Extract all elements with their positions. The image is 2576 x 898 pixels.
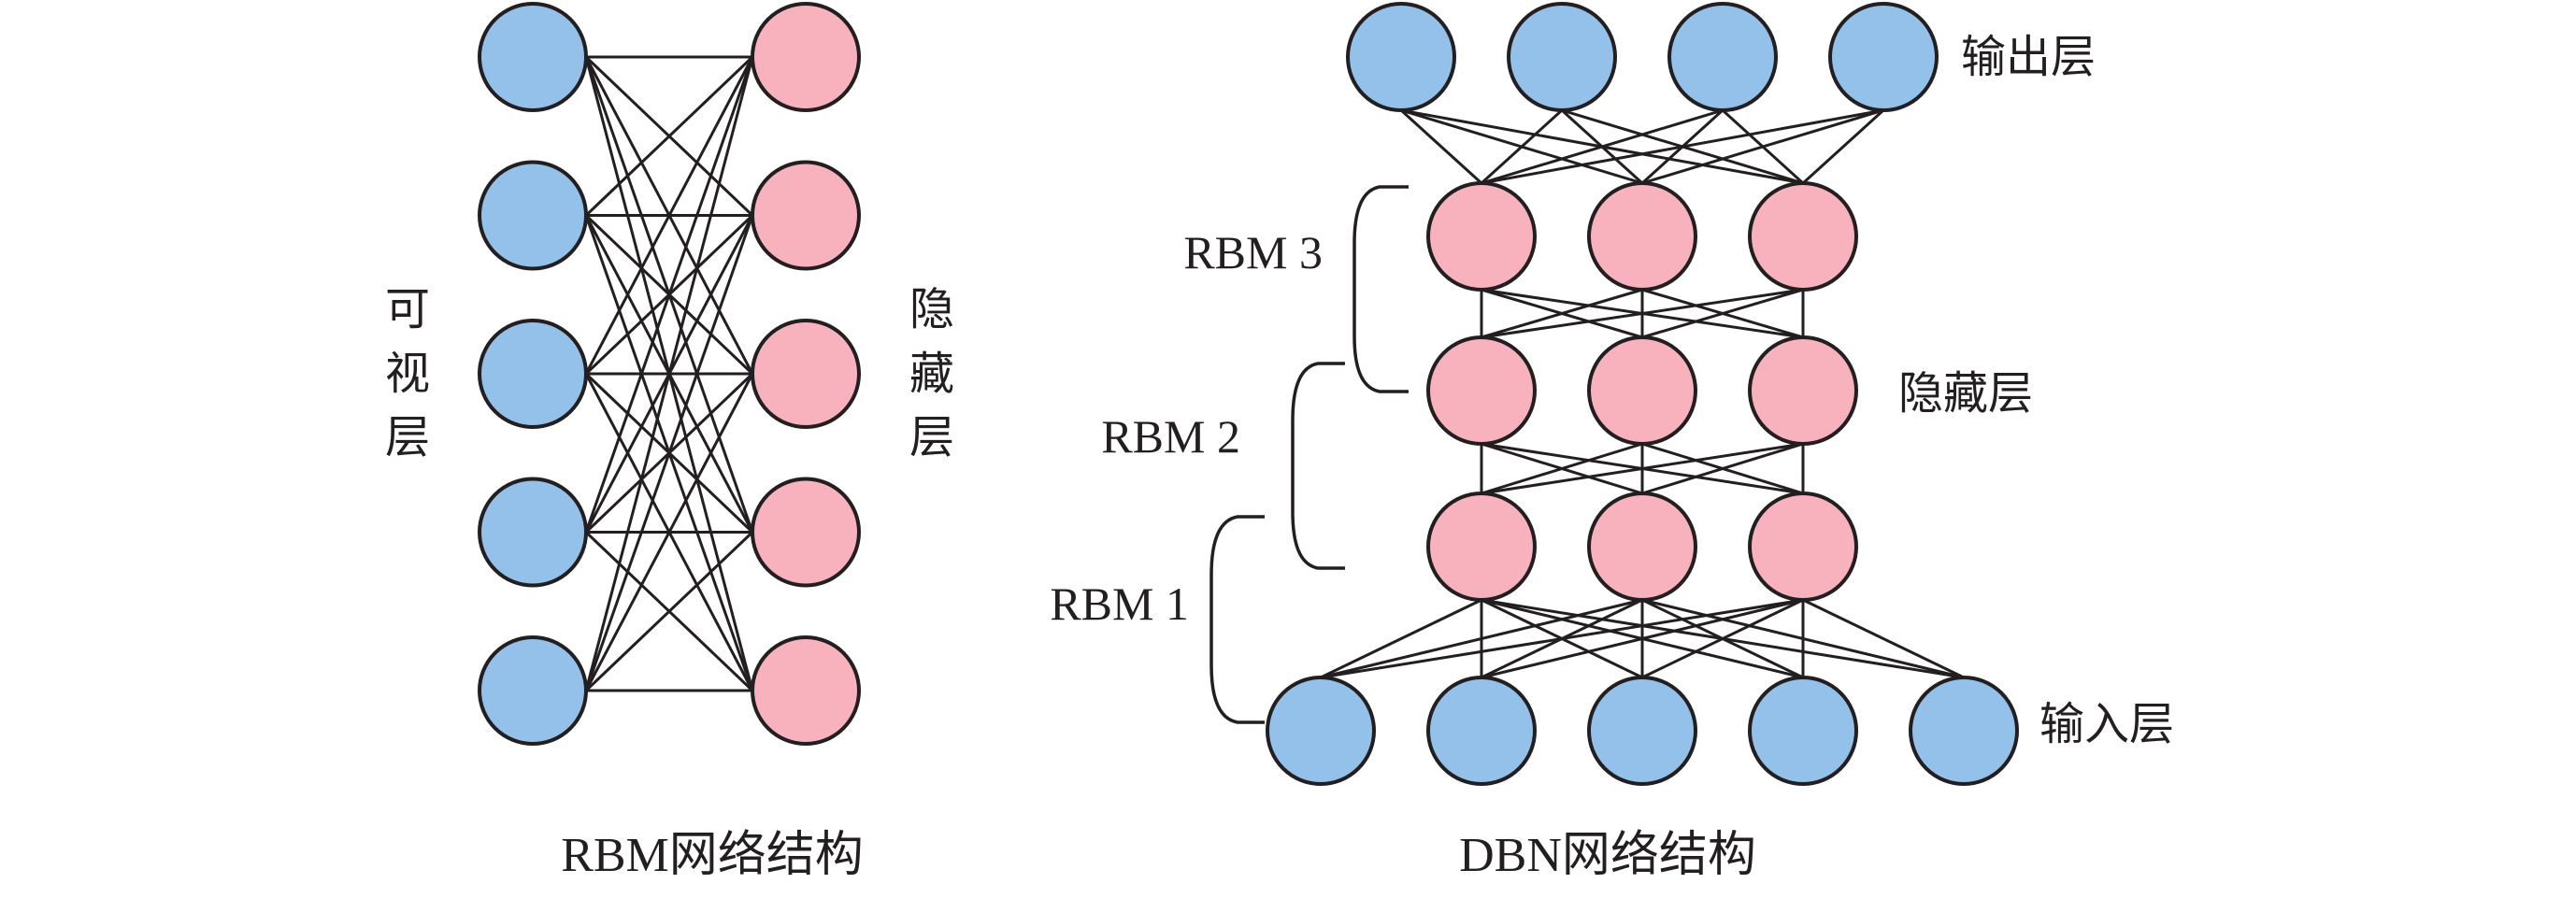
dbn-hidden-3-unit <box>1426 181 1537 292</box>
dbn-edge <box>1481 108 1724 185</box>
dbn-input-unit <box>1426 676 1537 786</box>
dbn-caption: DBN网络结构 <box>1459 829 1756 882</box>
dbn-hidden-2-unit <box>1748 335 1858 446</box>
rbm-hidden-label-char: 藏 <box>909 348 954 400</box>
dbn-edge <box>1481 108 1884 185</box>
rbm-hidden-label-char: 层 <box>909 411 954 463</box>
rbm-visible-unit <box>478 160 588 271</box>
rbm-hidden-unit <box>751 319 861 429</box>
rbm2-bracket <box>1291 362 1345 570</box>
rbm-edge <box>584 56 754 691</box>
rbm-hidden-unit <box>751 477 861 588</box>
rbm2-label: RBM 2 <box>1101 410 1240 463</box>
dbn-edge <box>1481 288 1643 339</box>
dbn-edge <box>1802 598 1965 679</box>
rbm-visible-layer-label: 可 视 层 <box>385 283 430 463</box>
dbn-edge <box>1481 442 1643 495</box>
rbm-visible-label-char: 视 <box>385 348 430 400</box>
dbn-input-unit <box>1748 676 1858 786</box>
dbn-output-unit <box>1346 2 1456 112</box>
dbn-edge <box>1320 598 1804 679</box>
dbn-output-unit <box>1667 2 1778 112</box>
dbn-nodes <box>1266 2 2019 786</box>
rbm-edge <box>584 55 754 217</box>
dbn-hidden-2-unit <box>1587 335 1697 446</box>
rbm-nodes <box>478 2 861 746</box>
dbn-edge <box>1641 442 1804 495</box>
dbn-output-unit <box>1828 2 1939 112</box>
rbm-network: 可 视 层 隐 藏 层 RBM网络结构 <box>385 2 954 882</box>
rbm3-bracket <box>1352 185 1409 393</box>
dbn-edge <box>1481 288 1804 339</box>
dbn-edge <box>1320 598 1643 679</box>
dbn-network: RBM 3 RBM 2 RBM 1 输出层 隐藏层 输入层 DBN网络结构 <box>1050 2 2174 882</box>
rbm-hidden-unit <box>751 2 861 112</box>
dbn-hidden-1-unit <box>1748 492 1858 602</box>
rbm-edge <box>584 373 754 691</box>
dbn-edge <box>1801 108 1885 185</box>
rbm-edge <box>584 56 754 533</box>
dbn-input-unit <box>1909 676 2019 786</box>
rbm-visible-label-char: 可 <box>385 283 430 335</box>
dbn-edge <box>1480 108 1564 185</box>
dbn-edge <box>1481 598 1804 679</box>
rbm-visible-unit <box>478 319 588 429</box>
rbm-edge <box>584 531 754 692</box>
dbn-hidden-1-unit <box>1426 492 1537 602</box>
output-layer-label: 输出层 <box>1961 31 2096 83</box>
dbn-edge <box>1641 108 1884 185</box>
dbn-input-unit <box>1266 676 1376 786</box>
dbn-output-unit <box>1507 2 1617 112</box>
dbn-edge <box>1641 598 1804 679</box>
dbn-hidden-1-unit <box>1587 492 1697 602</box>
rbm-hidden-unit <box>751 635 861 746</box>
rbm-visible-label-char: 层 <box>385 411 430 463</box>
dbn-edge <box>1399 108 1483 185</box>
rbm-hidden-unit <box>751 160 861 271</box>
dbn-edge <box>1481 442 1804 495</box>
input-layer-label: 输入层 <box>2039 698 2174 750</box>
rbm-visible-unit <box>478 2 588 112</box>
rbm-hidden-layer-label: 隐 藏 层 <box>909 283 954 463</box>
dbn-edge <box>1641 288 1804 339</box>
rbm-edge <box>584 215 754 691</box>
rbm-hidden-label-char: 隐 <box>909 283 954 335</box>
rbm3-label: RBM 3 <box>1183 226 1323 278</box>
dbn-edges <box>1320 108 1965 679</box>
rbm-visible-unit <box>478 477 588 588</box>
rbm1-label: RBM 1 <box>1050 577 1189 630</box>
hidden-layer-label: 隐藏层 <box>1898 367 2033 420</box>
rbm-caption: RBM网络结构 <box>561 829 864 882</box>
rbm-visible-unit <box>478 635 588 746</box>
dbn-hidden-2-unit <box>1426 335 1537 446</box>
dbn-edge <box>1320 598 1482 679</box>
rbm1-bracket <box>1209 515 1265 724</box>
dbn-input-unit <box>1587 676 1697 786</box>
dbn-hidden-3-unit <box>1748 181 1858 292</box>
dbn-hidden-3-unit <box>1587 181 1697 292</box>
rbm-edge <box>584 56 754 375</box>
rbm-edges <box>584 55 754 692</box>
